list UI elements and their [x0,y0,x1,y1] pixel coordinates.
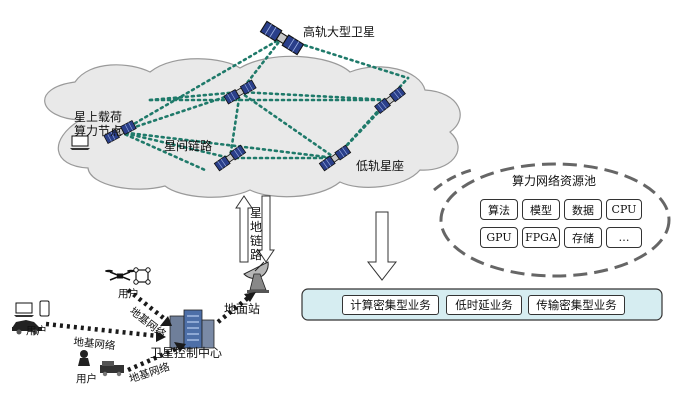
service-compute-intensive: 计算密集型业务 [342,295,439,315]
satellite-icon [259,20,305,56]
car-icon [100,361,124,377]
laptop-icon [70,135,90,150]
phone-icon [39,300,50,317]
service-low-latency: 低时延业务 [446,295,522,315]
user-drone-label: 用户 [118,288,139,300]
resource-storage: 存储 [564,227,602,248]
resource-gpu: GPU [480,227,518,248]
sat-ground-link-char-4: 路 [249,248,262,262]
service-transmission-intensive: 传输密集型业务 [528,295,625,315]
car-icon [12,320,42,335]
leo-label: 低轨星座 [356,159,405,173]
sat-ground-link-char-2: 地 [249,220,262,234]
onboard-label-1: 星上载荷 [74,110,123,124]
onboard-label-2: 算力节点 [74,124,123,138]
down-arrow [366,211,398,281]
satellite-icon [133,267,151,285]
resource-data: 数据 [564,199,602,220]
resource-algorithm: 算法 [480,199,518,220]
resource-pool-ellipse [439,162,671,278]
person-icon [78,350,90,366]
ground-station-label: 地面站 [224,302,261,316]
arrow-heads [156,292,256,352]
sat-ground-link-char-1: 星 [249,206,262,220]
isl-label: 星间链路 [164,139,213,153]
resource-model: 模型 [522,199,560,220]
sat-ground-link-arrows [235,195,275,263]
terrestrial-arrows [45,288,250,373]
cloud-shape [44,55,461,198]
resource-fpga: FPGA [522,227,560,248]
resource-pool-title: 算力网络资源池 [512,174,597,188]
sat-ground-link-char-3: 链 [249,234,262,248]
resource-cpu: CPU [606,199,642,220]
control-center-label: 卫星控制中心 [150,346,223,360]
pool-connector [433,168,473,192]
sat-ground-link-label: 星 地 链 路 [249,206,263,262]
laptop-icon [14,302,34,317]
geo-satellite-label: 高轨大型卫星 [303,25,376,39]
drone-icon [105,269,135,281]
building-icon [169,309,215,349]
user-car-label: 用户 [26,325,47,337]
user-bottom-label: 用户 [76,373,97,385]
dish-icon [243,261,269,293]
resource-more: … [606,227,642,248]
